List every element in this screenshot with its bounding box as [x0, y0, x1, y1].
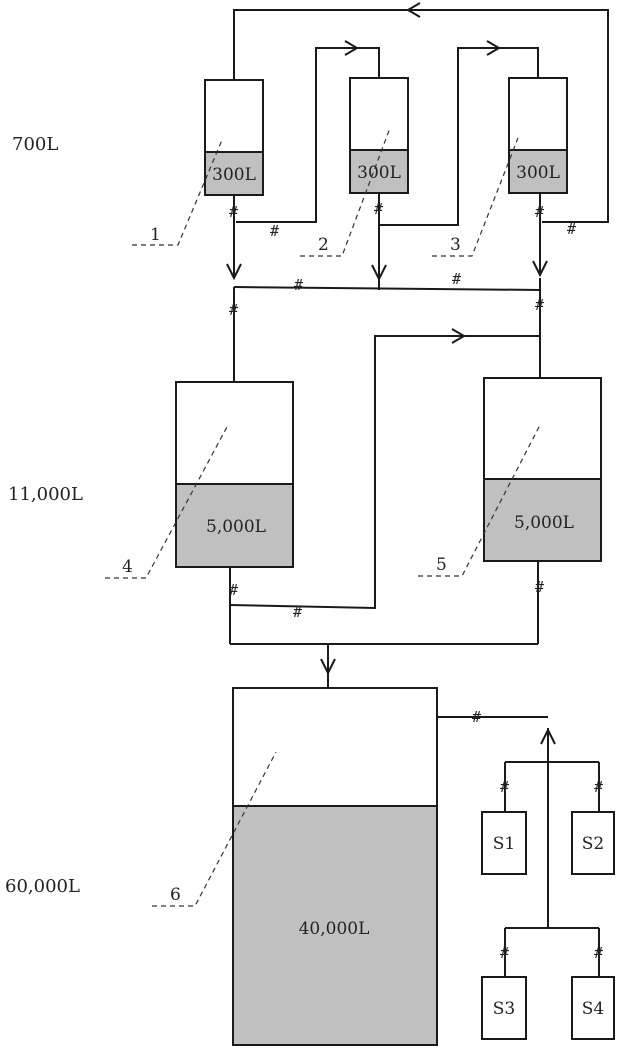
tank-5-liquid	[483, 478, 602, 562]
tank-3-liquid	[508, 149, 568, 194]
sampler-s3: S3	[481, 976, 527, 1040]
sampling-line	[437, 716, 600, 977]
tank-1-liquid	[204, 151, 264, 196]
tank-number-6: 6	[170, 885, 181, 905]
tank-6: 40,000L	[232, 687, 438, 1046]
tank-6-volume: 40,000L	[299, 919, 370, 939]
capacity-label-11000l: 11,000L	[8, 484, 83, 505]
tank-3-volume: 300L	[516, 163, 560, 183]
valve-marker: #	[567, 220, 576, 238]
arrow-up-icon	[540, 727, 556, 745]
mid-tank-outlets	[229, 561, 539, 688]
arrow-down-icon	[371, 264, 387, 282]
valve-marker: #	[293, 603, 302, 621]
valve-marker: #	[374, 200, 383, 218]
valve-marker: #	[500, 778, 509, 796]
sampler-s1-label: S1	[493, 834, 515, 854]
transfer-pipe-2-3	[380, 40, 539, 226]
arrow-right-icon	[451, 328, 466, 344]
arrow-down-icon	[320, 658, 336, 676]
tank-2: 300L	[349, 77, 409, 194]
valve-marker: #	[229, 203, 238, 221]
tank-1: 300L	[204, 79, 264, 196]
sampler-s3-label: S3	[493, 999, 515, 1019]
tank-6-liquid	[232, 805, 438, 1046]
arrow-right-icon	[486, 40, 501, 56]
small-tank-outlets	[226, 193, 548, 290]
arrow-right-icon	[344, 40, 359, 56]
tank-1-volume: 300L	[212, 165, 256, 185]
leader-lines	[105, 127, 541, 907]
transfer-pipe-1-2	[236, 40, 380, 223]
sampler-s4-label: S4	[582, 999, 604, 1019]
tank-number-4: 4	[122, 557, 133, 577]
valve-marker: #	[594, 944, 603, 962]
arrow-left-icon	[406, 2, 421, 18]
capacity-label-60000l: 60,000L	[5, 876, 80, 897]
sampler-s4: S4	[571, 976, 615, 1040]
sampler-s2-label: S2	[582, 834, 604, 854]
valve-marker: #	[472, 708, 481, 726]
tank-3: 300L	[508, 77, 568, 194]
tank-number-2: 2	[318, 235, 329, 255]
valve-marker: #	[229, 301, 238, 319]
valve-markers: # # # # # # # # # # # # # # # # #	[229, 200, 603, 962]
tank-4-liquid	[175, 483, 294, 568]
top-recycle-pipe	[233, 2, 609, 223]
tank-number-3: 3	[450, 235, 461, 255]
sampler-s2: S2	[571, 811, 615, 875]
valve-marker: #	[294, 276, 303, 294]
sampler-s1: S1	[481, 811, 527, 875]
valve-marker: #	[594, 778, 603, 796]
tank-2-volume: 300L	[357, 163, 401, 183]
distribution-header	[233, 278, 541, 382]
valve-marker: #	[452, 270, 461, 288]
valve-marker: #	[535, 578, 544, 596]
valve-marker: #	[535, 203, 544, 221]
tank-4: 5,000L	[175, 381, 294, 568]
valve-marker: #	[500, 944, 509, 962]
arrow-down-icon	[532, 260, 548, 278]
valve-marker: #	[229, 581, 238, 599]
tank-5: 5,000L	[483, 377, 602, 562]
valve-marker: #	[535, 296, 544, 314]
tank-5-volume: 5,000L	[514, 513, 574, 533]
tank-number-1: 1	[150, 225, 161, 245]
valve-marker: #	[270, 222, 279, 240]
arrow-down-icon	[226, 263, 242, 281]
tank-number-5: 5	[436, 555, 447, 575]
capacity-label-700l: 700L	[12, 134, 58, 155]
transfer-pipe-4-5	[229, 328, 540, 610]
tank-4-volume: 5,000L	[206, 517, 266, 537]
